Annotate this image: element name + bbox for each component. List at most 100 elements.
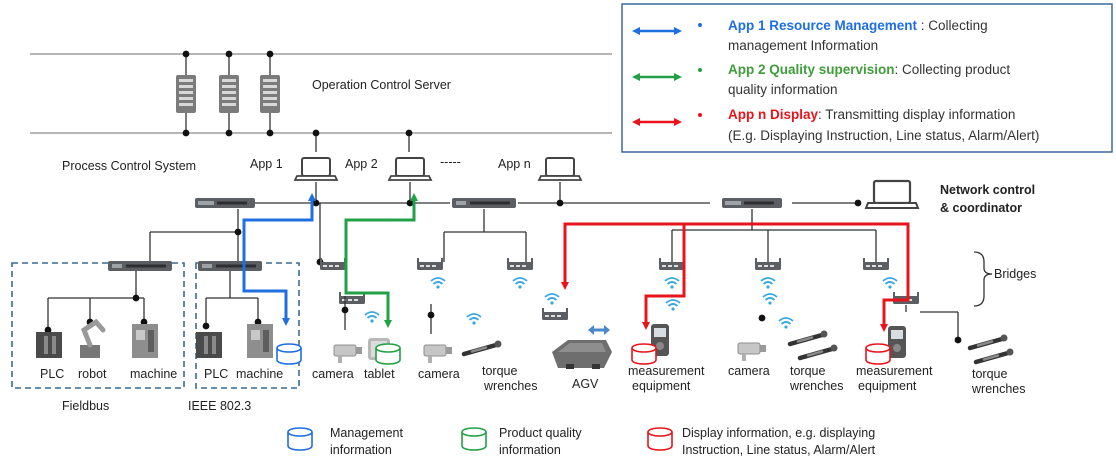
laptop-icon-network-control xyxy=(864,179,920,210)
robot-icon xyxy=(80,318,106,358)
label-appn: App n xyxy=(498,157,531,171)
server-icon xyxy=(176,75,196,113)
svg-text:App 1 Resource Management : Co: App 1 Resource Management : Collecting xyxy=(728,18,988,33)
switch-icon xyxy=(722,198,782,208)
laptop-icon-app1 xyxy=(294,157,338,181)
label-ieee: IEEE 802.3 xyxy=(188,399,251,413)
svg-text:App n Display: Transmitting di: App n Display: Transmitting display info… xyxy=(728,107,1015,122)
wifi-icon xyxy=(512,277,528,290)
plc-icon xyxy=(36,332,62,358)
label-agv: AGV xyxy=(572,377,599,391)
torque-wrench-icon xyxy=(790,331,828,345)
label-camera: camera xyxy=(728,364,770,378)
legend-app1-text: : Collecting xyxy=(917,18,988,33)
switch-icon xyxy=(198,261,262,271)
wifi-icon xyxy=(760,277,776,290)
machine-icon xyxy=(247,324,273,358)
label-network-coordinator: & coordinator xyxy=(940,201,1022,215)
app1-flow-path xyxy=(242,193,316,326)
label-wrenches: wrenches xyxy=(483,379,538,393)
label-machine: machine xyxy=(236,367,283,381)
legend-box: App 1 Resource Management : Collecting m… xyxy=(621,3,1113,153)
wifi-icon xyxy=(364,311,380,324)
label-camera: camera xyxy=(312,367,354,381)
legend-display-l1: Display information, e.g. displaying xyxy=(682,426,875,440)
legend-pq-cylinder xyxy=(461,427,487,451)
legend-mgmt-l2: information xyxy=(330,443,392,457)
appn-branch-2 xyxy=(880,296,910,332)
label-wrenches: wrenches xyxy=(789,379,844,393)
label-machine: machine xyxy=(130,367,177,381)
label-equipment: equipment xyxy=(858,379,917,393)
label-app-dash: ----- xyxy=(440,155,461,169)
server-icon xyxy=(260,75,280,113)
legend-display-l2: Instruction, Line status, Alarm/Alert xyxy=(682,443,876,457)
label-tablet: tablet xyxy=(364,367,395,381)
legend-app2-text: : Collecting product xyxy=(895,62,1011,77)
wifi-icon xyxy=(665,299,681,312)
torque-wrench-icon xyxy=(800,345,838,359)
management-info-cylinder xyxy=(276,343,302,365)
switch-small-icon xyxy=(507,258,533,270)
switch-small-icon xyxy=(542,308,568,320)
legend-app2-line2: quality information xyxy=(728,82,838,97)
label-torque: torque xyxy=(790,364,825,378)
switch-small-icon xyxy=(320,258,346,270)
label-equipment: equipment xyxy=(632,379,691,393)
label-camera: camera xyxy=(418,367,460,381)
label-torque: torque xyxy=(972,367,1007,381)
wifi-icon xyxy=(762,293,778,306)
bridges-brace xyxy=(973,251,993,307)
label-process-control-system: Process Control System xyxy=(62,159,196,173)
switch-small-icon xyxy=(417,258,443,270)
camera-icon xyxy=(423,344,453,364)
legend-appn-text: : Transmitting display information xyxy=(818,107,1015,122)
wifi-icon xyxy=(882,277,898,290)
switch-icon xyxy=(195,198,255,208)
appn-branch-1 xyxy=(642,224,686,330)
display-info-cylinder xyxy=(865,343,891,365)
svg-text:App 2 Quality supervision: Col: App 2 Quality supervision: Collecting pr… xyxy=(728,62,1010,77)
label-plc: PLC xyxy=(40,367,64,381)
display-info-cylinder xyxy=(631,343,657,365)
torque-wrench-icon xyxy=(970,335,1008,349)
torque-wrench-icon xyxy=(976,349,1014,363)
label-app2: App 2 xyxy=(345,157,378,171)
switch-icon xyxy=(452,198,516,208)
wifi-icon xyxy=(664,277,680,290)
backbone xyxy=(30,53,612,134)
agv-icon xyxy=(552,340,612,369)
wifi-icon xyxy=(466,313,482,326)
camera-icon xyxy=(333,344,363,364)
legend-pq-l2: information xyxy=(499,443,561,457)
label-wrenches: wrenches xyxy=(971,382,1026,396)
camera-icon xyxy=(737,342,767,362)
label-network-control: Network control xyxy=(940,183,1035,197)
label-torque: torque xyxy=(482,364,517,378)
legend-display-cylinder xyxy=(647,427,673,451)
wifi-icon xyxy=(778,317,794,330)
legend-appn-line2: (E.g. Displaying Instruction, Line statu… xyxy=(728,128,1039,143)
legend-app1-line2: management Information xyxy=(728,38,878,53)
label-measurement: measurement xyxy=(856,364,933,378)
switch-small-icon xyxy=(893,292,919,304)
fieldbus-group-box xyxy=(11,262,185,389)
label-robot: robot xyxy=(78,367,107,381)
laptop-icon-appn xyxy=(538,157,582,181)
label-measurement: measurement xyxy=(628,364,705,378)
plc-icon xyxy=(196,332,222,358)
legend-mgmt-cylinder xyxy=(287,427,313,451)
label-fieldbus: Fieldbus xyxy=(62,399,109,413)
appn-flow-path xyxy=(561,222,910,296)
legend-pq-l1: Product quality xyxy=(499,426,582,440)
legend-app2-title: App 2 Quality supervision xyxy=(728,62,895,77)
legend-app1-title: App 1 Resource Management xyxy=(728,18,918,33)
product-quality-cylinder xyxy=(375,343,401,365)
wifi-icon xyxy=(544,293,560,306)
app2-flow-path xyxy=(344,193,418,328)
torque-wrench-icon xyxy=(464,341,502,355)
label-bridges: Bridges xyxy=(994,267,1036,281)
wifi-icon xyxy=(430,277,446,290)
label-app1: App 1 xyxy=(250,157,283,171)
